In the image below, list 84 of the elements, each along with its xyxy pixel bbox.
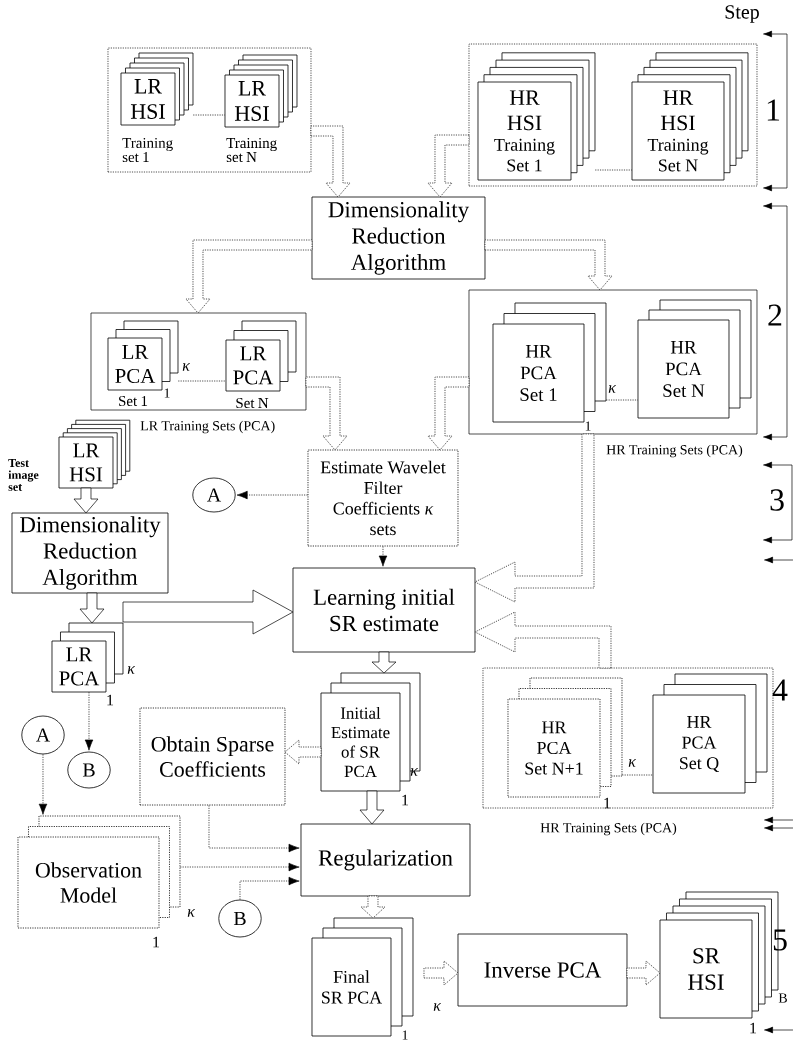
block-arrow xyxy=(359,790,385,825)
dotted-line xyxy=(594,169,633,171)
dotted-line xyxy=(192,114,226,116)
image-stack: HR HSI Training Set 1 xyxy=(477,52,596,181)
caption-text: Set 1 xyxy=(119,396,148,406)
kappa-label: κ xyxy=(410,768,418,776)
step-number: 3 xyxy=(770,489,784,511)
index-label: 1 xyxy=(604,797,611,809)
process-box: Obtain Sparse Coefficients xyxy=(139,707,286,806)
node-label: Set N xyxy=(659,159,698,172)
arrow xyxy=(378,546,388,567)
image-stack: HR HSI Training Set N xyxy=(631,52,749,181)
caption-text: Training set N xyxy=(226,138,277,163)
image-stack: HR PCA Set N+1 xyxy=(507,677,623,798)
kappa-label: κ xyxy=(433,1003,441,1011)
arrow xyxy=(236,490,308,500)
process-box: Dimensionality Reduction Algorithm xyxy=(11,512,169,594)
arrow xyxy=(239,876,300,900)
index-label: B xyxy=(778,993,787,1003)
process-box: Learning initial SR estimate xyxy=(292,567,476,653)
block-arrow xyxy=(371,651,397,674)
kappa-label: κ xyxy=(628,759,636,767)
process-box: Regularization xyxy=(300,823,471,897)
node-label: PCA xyxy=(59,671,100,686)
image-stack: Observation Model xyxy=(17,815,181,929)
process-box: Dimensionality Reduction Algorithm xyxy=(311,196,486,280)
image-stack: LR HSI xyxy=(224,54,298,128)
node-label: HSI xyxy=(130,104,165,119)
node-label: Set 1 xyxy=(507,159,542,172)
kappa-label: κ xyxy=(127,666,135,674)
arrow xyxy=(38,754,48,815)
block-arrow xyxy=(427,134,470,198)
frame-box xyxy=(468,43,758,187)
index-label: 1 xyxy=(585,421,591,431)
index-label: 1 xyxy=(750,1022,757,1034)
index-label: 1 xyxy=(107,694,114,706)
caption-text: HR Training Sets (PCA) xyxy=(540,822,677,836)
arrow xyxy=(179,862,300,872)
arrow xyxy=(208,805,300,853)
block-arrow xyxy=(423,960,459,986)
caption-text: Set N xyxy=(236,398,269,408)
caption-text: Test image set xyxy=(8,459,39,491)
node-label: PCA xyxy=(233,370,274,385)
block-arrow xyxy=(427,376,470,451)
block-arrow xyxy=(284,739,322,765)
caption-text: LR Training Sets (PCA) xyxy=(140,420,275,434)
process-box: Estimate Wavelet Filter Coefficients κ sets xyxy=(307,449,459,547)
image-stack: HR PCA Set Q xyxy=(652,673,768,794)
block-arrow xyxy=(626,960,661,986)
block-arrow xyxy=(474,433,595,603)
image-stack: LR PCA xyxy=(225,320,297,392)
frame-box xyxy=(107,47,312,173)
block-arrow xyxy=(484,239,613,291)
index-label: 1 xyxy=(164,388,170,398)
node-label: HSI xyxy=(234,106,269,121)
process-box: Inverse PCA xyxy=(457,933,628,1007)
dotted-line xyxy=(605,399,639,401)
block-arrow xyxy=(185,239,313,314)
image-stack: LR PCA xyxy=(51,622,124,693)
block-arrow xyxy=(79,592,105,624)
dotted-line xyxy=(177,380,227,382)
dotted-line xyxy=(621,774,654,776)
kappa-label: κ xyxy=(182,363,190,371)
block-arrow xyxy=(474,611,612,669)
frame-box xyxy=(468,289,758,435)
index-label: 1 xyxy=(402,1030,408,1040)
block-arrow xyxy=(122,589,294,635)
caption-text: Training set 1 xyxy=(122,137,173,163)
image-stack: LR HSI xyxy=(120,52,194,126)
block-arrow xyxy=(310,125,351,198)
block-arrow xyxy=(360,895,386,919)
caption-text: HR Training Sets (PCA) xyxy=(606,444,743,458)
block-arrow xyxy=(305,376,348,451)
frame-box xyxy=(482,667,774,809)
kappa-label: κ xyxy=(608,385,616,393)
image-stack: LR HSI xyxy=(58,419,131,489)
image-stack: HR PCA Set N xyxy=(637,299,752,419)
kappa-label: κ xyxy=(187,909,195,917)
block-arrow xyxy=(73,487,99,514)
step-number: Step xyxy=(725,5,759,23)
frame-box xyxy=(90,312,307,411)
arrow xyxy=(84,691,94,751)
index-label: 1 xyxy=(402,794,409,806)
index-label: 1 xyxy=(153,936,160,948)
